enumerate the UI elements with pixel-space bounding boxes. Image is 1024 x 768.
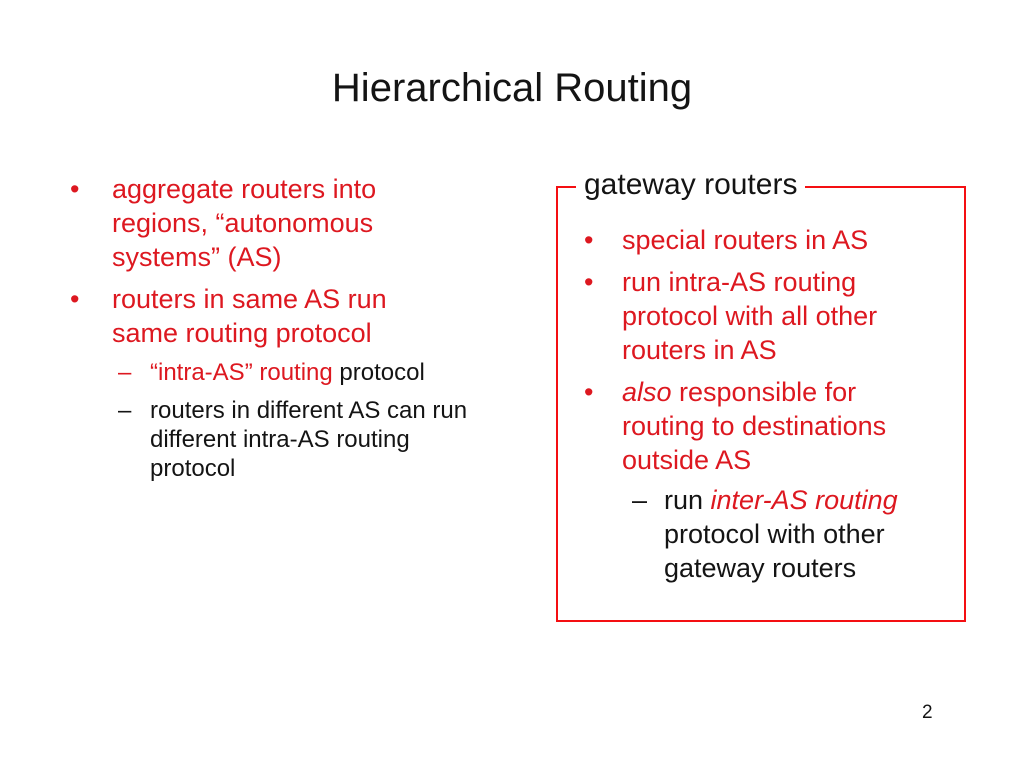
list-subitem: – routers in different AS can run differ… [118,396,510,483]
box-list-subitem: – run inter-AS routing protocol with oth… [632,483,964,585]
page-number: 2 [922,702,933,723]
dash-icon: – [632,485,648,515]
box-title: gateway routers [576,168,806,202]
left-bullet-list: • aggregate routers into regions, “auton… [70,172,510,492]
gateway-routers-box: gateway routers • special routers in AS … [556,168,966,622]
bullet-icon: • [584,267,594,297]
plain-phrase: responsible for routing to destinations … [622,377,887,475]
list-item-text: aggregate routers into regions, “autonom… [112,174,377,272]
plain-phrase: protocol with other gateway routers [664,519,885,583]
bullet-icon: • [584,225,594,255]
box-subitem-text: run inter-AS routing protocol with other… [664,483,944,585]
italic-phrase: also [622,377,672,407]
box-list-item: • special routers in AS [584,223,964,257]
bullet-icon: • [70,284,80,314]
highlighted-phrase: “intra-AS” routing [150,359,333,386]
plain-phrase: run [664,485,711,515]
highlighted-phrase: inter-AS routing [710,485,898,515]
list-item: • routers in same AS run same routing pr… [70,282,510,350]
list-item: • aggregate routers into regions, “auton… [70,172,510,274]
list-item-text: routers in same AS run same routing prot… [112,284,387,348]
dash-icon: – [118,397,132,424]
box-item-text: run intra-AS routing protocol with all o… [622,267,878,365]
plain-phrase: protocol [332,359,425,386]
page-title: Hierarchical Routing [331,66,693,110]
list-subitem: – “intra-AS” routing protocol [118,358,510,387]
list-subitem-text: routers in different AS can run differen… [150,397,468,482]
box-item-text: special routers in AS [622,225,869,255]
box-list-item: • also responsible for routing to destin… [584,375,964,477]
box-list-item: • run intra-AS routing protocol with all… [584,265,964,367]
bullet-icon: • [584,377,594,407]
list-subitem-text: “intra-AS” routing protocol [150,358,484,387]
dash-icon: – [118,359,132,386]
box-item-text: also responsible for routing to destinat… [622,375,922,477]
bullet-icon: • [70,174,80,204]
